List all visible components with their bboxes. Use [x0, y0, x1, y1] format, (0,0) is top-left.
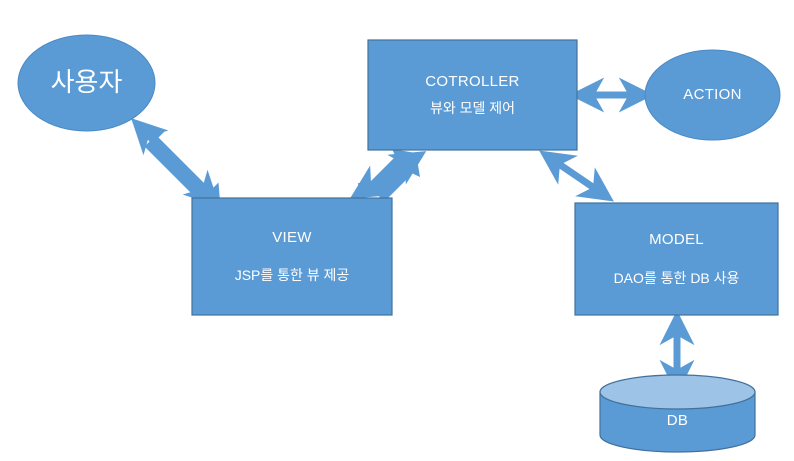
- connector-controller-model-line: [539, 150, 614, 202]
- node-view-shape[interactable]: [191, 197, 393, 316]
- node-model-shape[interactable]: [574, 202, 779, 316]
- node-db-shape[interactable]: [599, 374, 756, 453]
- node-controller-shape[interactable]: [367, 39, 578, 151]
- node-action-shape[interactable]: [644, 49, 781, 141]
- connector-user-view-line: [131, 118, 220, 207]
- connector-view-controller-line: [349, 151, 427, 199]
- node-user-shape[interactable]: [17, 34, 156, 132]
